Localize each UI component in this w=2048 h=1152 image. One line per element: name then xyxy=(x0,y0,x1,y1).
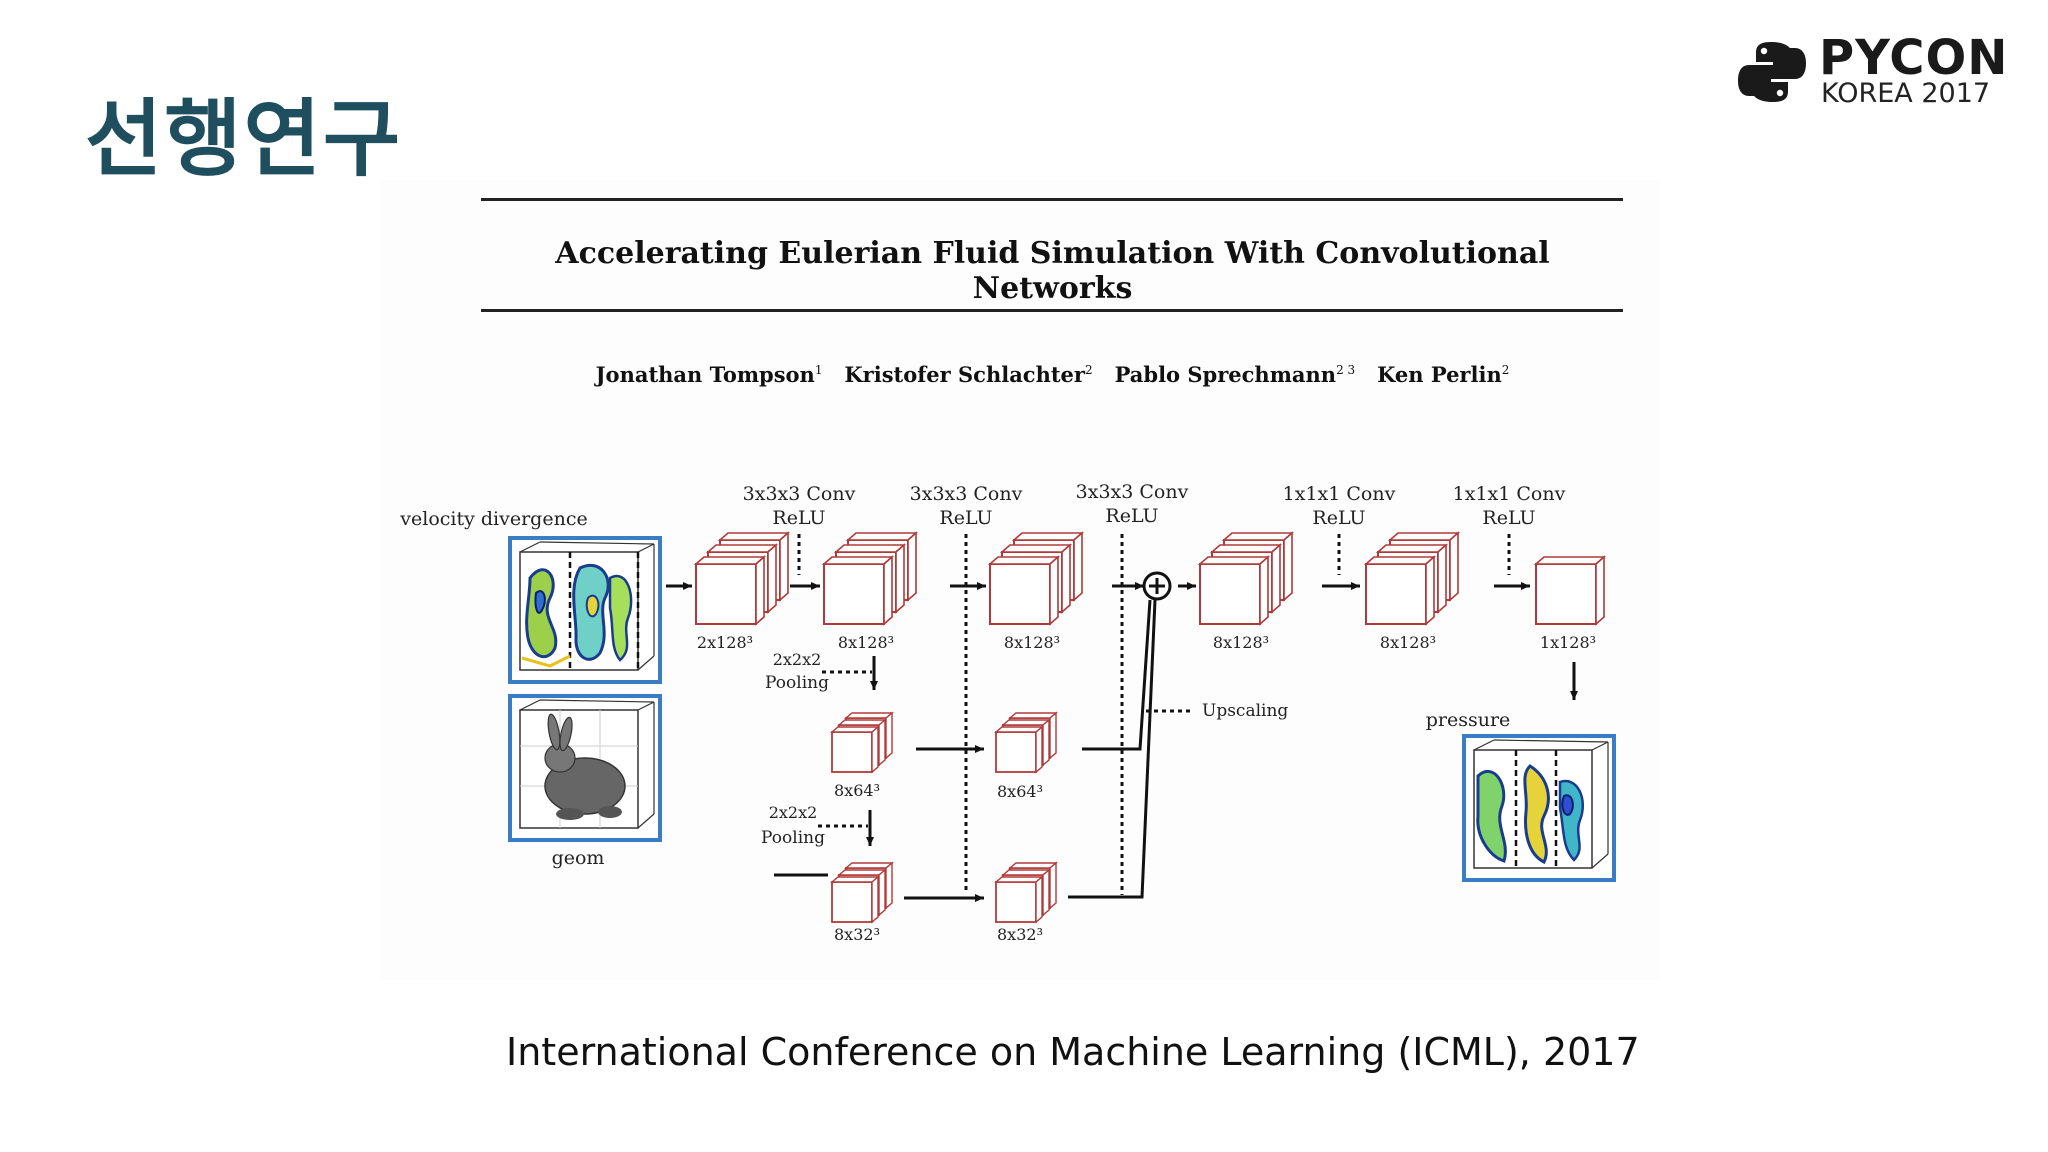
conv-label-3: 3x3x3 Conv ReLU xyxy=(1076,481,1189,527)
svg-text:ReLU: ReLU xyxy=(1312,507,1365,529)
size-label: 2x128³ xyxy=(697,633,753,652)
author-name: Ken Perlin xyxy=(1377,362,1502,387)
network-diagram: velocity divergence geom xyxy=(399,481,1616,944)
svg-text:1x1x1 Conv: 1x1x1 Conv xyxy=(1283,483,1396,505)
svg-text:1x1x1 Conv: 1x1x1 Conv xyxy=(1453,483,1566,505)
title-rule-top xyxy=(481,198,1623,201)
size-label: 8x32³ xyxy=(997,925,1043,944)
conv-label-2: 3x3x3 Conv ReLU xyxy=(910,483,1023,529)
svg-text:ReLU: ReLU xyxy=(1482,507,1535,529)
velocity-viz xyxy=(508,536,662,684)
size-label: 8x128³ xyxy=(1380,633,1436,652)
size-label: 8x64³ xyxy=(834,781,880,800)
svg-text:ReLU: ReLU xyxy=(772,507,825,529)
author-name: Jonathan Tompson xyxy=(595,362,815,387)
size-label: 8x64³ xyxy=(997,782,1043,801)
block-main-6 xyxy=(1535,556,1605,625)
slide-title: 선행연구 xyxy=(85,90,403,188)
paper-authors: Jonathan Tompson1 Kristofer Schlachter 2 … xyxy=(480,362,1625,387)
block-main-5 xyxy=(1366,533,1458,624)
size-label: 8x128³ xyxy=(1213,633,1269,652)
conv-label-5: 1x1x1 Conv ReLU xyxy=(1453,483,1566,529)
python-logo-icon xyxy=(1738,42,1806,102)
pycon-logo: PYCON KOREA 2017 xyxy=(1736,30,2007,112)
pressure-viz xyxy=(1462,734,1616,882)
svg-text:2x2x2: 2x2x2 xyxy=(769,803,818,822)
author-name: Kristofer Schlachter xyxy=(844,362,1085,387)
geom-viz xyxy=(508,694,662,842)
block-mid-2 xyxy=(996,713,1056,772)
bunny-icon xyxy=(544,757,626,815)
title-rule-bottom xyxy=(481,309,1623,312)
svg-text:Pooling: Pooling xyxy=(765,673,829,693)
block-low-2 xyxy=(996,863,1056,922)
block-main-4 xyxy=(1200,533,1292,624)
paper-title: Accelerating Eulerian Fluid Simulation W… xyxy=(555,236,1550,306)
sum-node xyxy=(1142,571,1172,601)
block-low-1 xyxy=(832,863,892,922)
author-aff: 2 xyxy=(1084,363,1093,377)
svg-text:3x3x3 Conv: 3x3x3 Conv xyxy=(743,483,856,505)
block-main-2 xyxy=(824,533,916,624)
svg-text:ReLU: ReLU xyxy=(1105,505,1158,527)
geom-label: geom xyxy=(552,847,605,869)
block-main-1 xyxy=(696,533,788,624)
size-label: 8x128³ xyxy=(838,633,894,652)
footer-citation: International Conference on Machine Lear… xyxy=(506,1030,1640,1074)
logo-pycon-text: PYCON xyxy=(1819,30,2009,86)
logo-korea-text: KOREA 2017 xyxy=(1821,78,1991,109)
conv-label-4: 1x1x1 Conv ReLU xyxy=(1283,483,1396,529)
svg-text:3x3x3 Conv: 3x3x3 Conv xyxy=(1076,481,1189,503)
author-aff: 1 xyxy=(814,363,823,377)
block-mid-1 xyxy=(832,713,892,772)
pressure-label: pressure xyxy=(1426,709,1511,731)
author-aff: 2 3 xyxy=(1336,363,1356,377)
size-label: 1x128³ xyxy=(1540,633,1596,652)
author-name: Pablo Sprechmann xyxy=(1114,362,1337,387)
svg-text:2x2x2: 2x2x2 xyxy=(773,650,822,669)
conv-label-1: 3x3x3 Conv ReLU xyxy=(743,483,856,529)
pooling-label-1: 2x2x2 Pooling xyxy=(765,650,829,693)
author-aff: 2 xyxy=(1501,363,1510,377)
svg-text:3x3x3 Conv: 3x3x3 Conv xyxy=(910,483,1023,505)
paper-figure: Accelerating Eulerian Fluid Simulation W… xyxy=(380,180,1660,980)
velocity-divergence-label: velocity divergence xyxy=(399,508,587,530)
pooling-label-2: 2x2x2 Pooling xyxy=(761,803,825,848)
block-main-3 xyxy=(990,533,1082,624)
svg-text:ReLU: ReLU xyxy=(939,507,992,529)
upscaling-label: Upscaling xyxy=(1202,701,1288,721)
svg-text:Pooling: Pooling xyxy=(761,828,825,848)
size-label: 8x32³ xyxy=(834,925,880,944)
size-label: 8x128³ xyxy=(1004,633,1060,652)
